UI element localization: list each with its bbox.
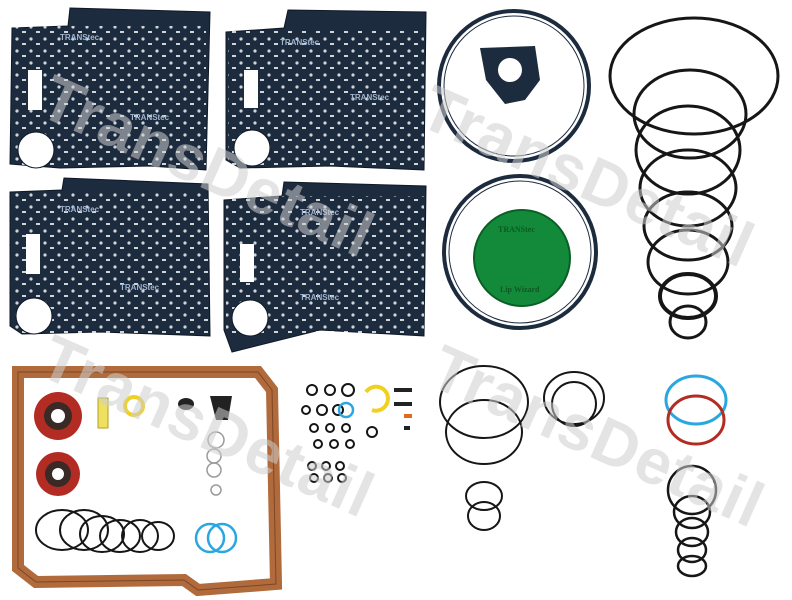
- lip-seal-1: [34, 392, 82, 440]
- plate-brand-text: TRANStec: [300, 293, 340, 302]
- middle-o-ring-set: [439, 365, 529, 531]
- lip-wizard-disc: [473, 209, 571, 307]
- bottom-right-o-rings: [666, 464, 718, 578]
- plate-brand-text: TRANStec: [300, 208, 340, 217]
- plate-brand-text: TRANStec: [120, 283, 160, 292]
- separator-plate-gasket-2: TRANStec TRANStec: [225, 9, 427, 171]
- filter-seal: [97, 397, 109, 429]
- yellow-clip: [123, 395, 145, 417]
- separator-plate-gasket-3: TRANStec TRANStec: [9, 177, 211, 337]
- rubber-plug: [178, 398, 194, 410]
- plate-brand-text: TRANStec: [130, 113, 170, 122]
- plate-brand-text: TRANStec: [60, 205, 100, 214]
- small-o-ring-grid: [301, 383, 355, 483]
- round-cover-gasket-top: [437, 9, 591, 163]
- small-o-ring: [366, 426, 378, 438]
- check-pins: [394, 388, 412, 430]
- rubber-boot: [210, 396, 232, 420]
- plate-brand-text: TRANStec: [280, 38, 320, 47]
- plate-brand-text: TRANStec: [350, 93, 390, 102]
- colored-ring-stack: [664, 374, 728, 446]
- small-blue-o-ring: [337, 401, 355, 419]
- cork-pan-gasket: [12, 366, 283, 597]
- blue-o-ring-pair: [194, 522, 238, 554]
- plate-brand-text: TRANStec: [60, 33, 100, 42]
- disc-label-text: Lip Wizard: [500, 285, 540, 294]
- round-gasket-with-lip-disc: TRANStec Lip Wizard: [442, 174, 598, 330]
- lip-seal-2: [36, 452, 80, 496]
- clear-o-rings: [206, 431, 225, 496]
- separator-plate-gasket-4: TRANStec TRANStec: [223, 181, 427, 353]
- disc-brand-text: TRANStec: [498, 225, 535, 234]
- yellow-snap-ring: [364, 384, 390, 413]
- separator-plate-gasket-1: TRANStec TRANStec: [9, 7, 211, 171]
- pan-o-ring-group: [35, 509, 175, 553]
- large-o-ring-stack: [608, 16, 780, 340]
- right-middle-o-rings: [543, 371, 605, 427]
